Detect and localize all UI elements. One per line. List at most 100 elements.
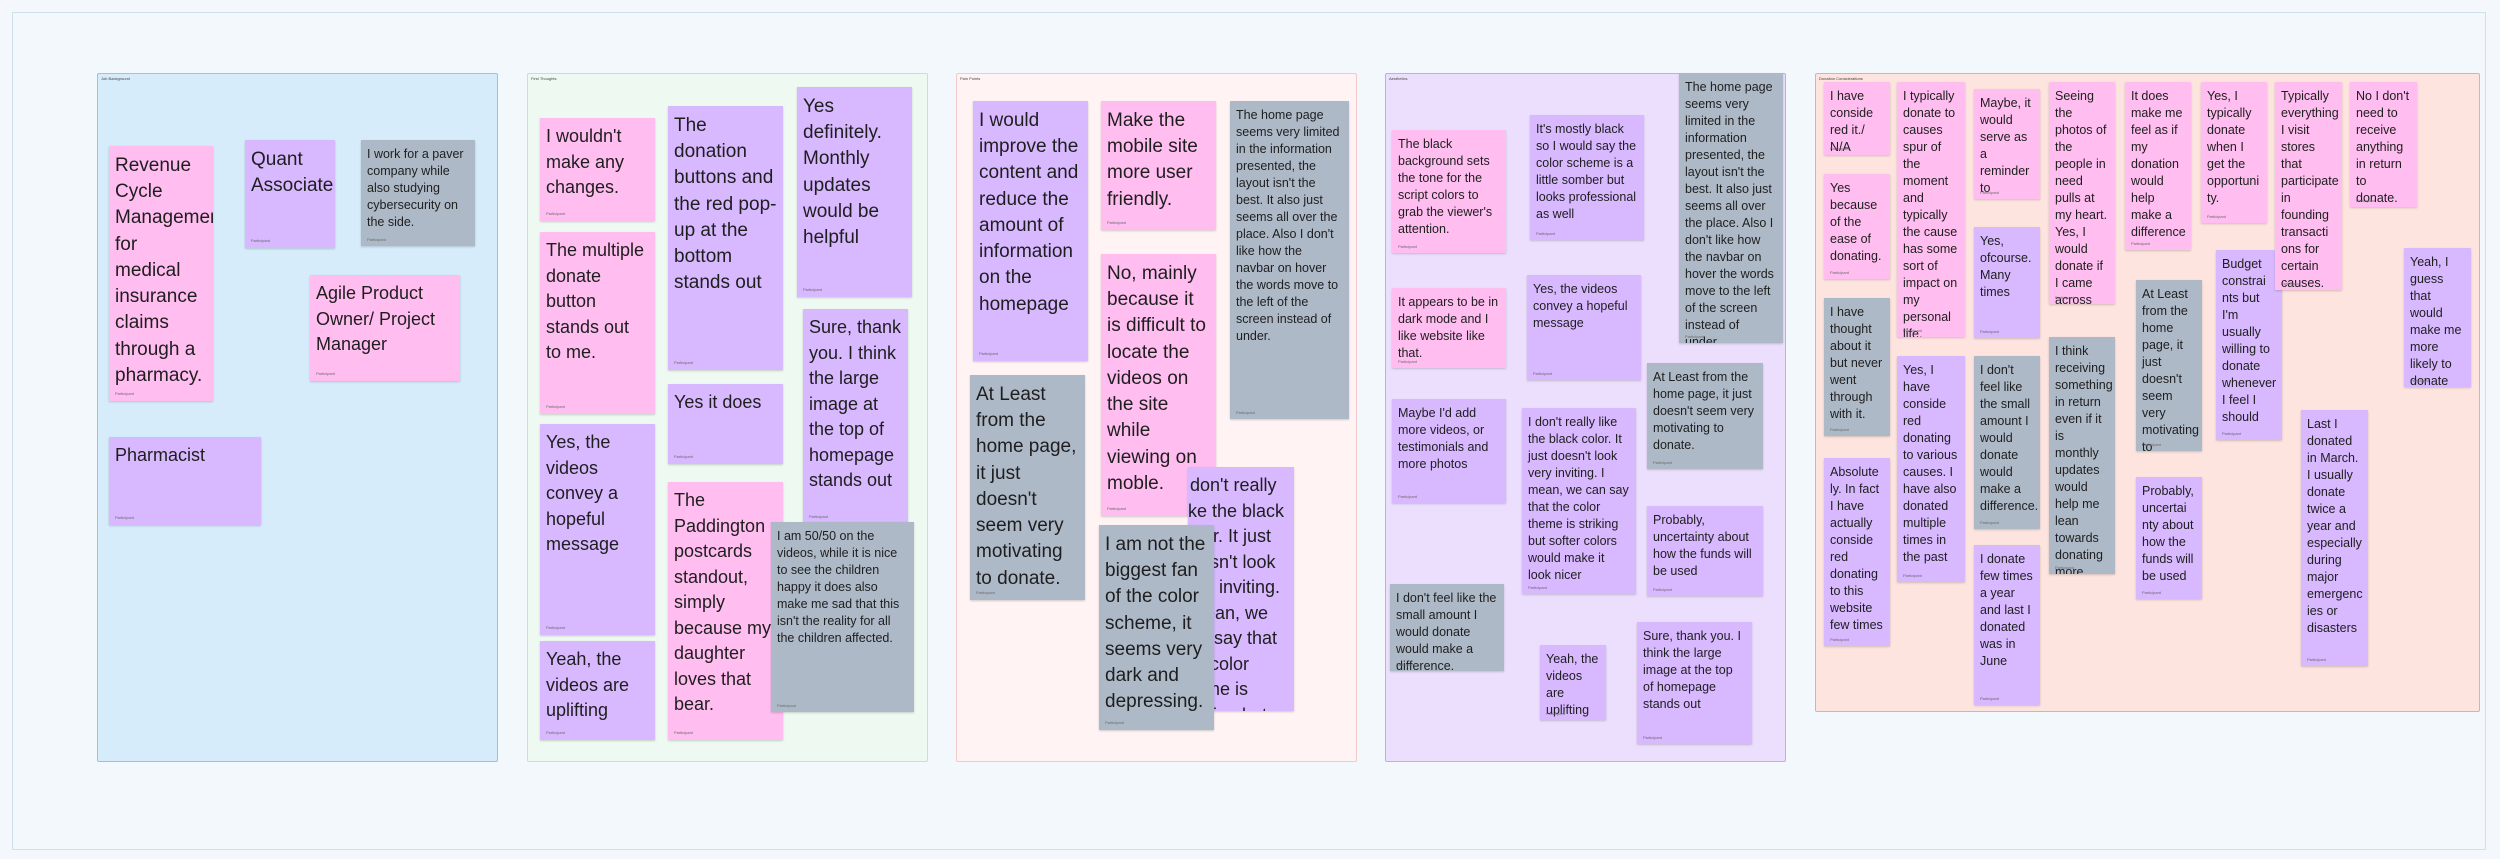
sticky-note[interactable]: At Least from the home page, it just doe… [970,375,1085,600]
sticky-note[interactable]: I work for a paver company while also st… [361,140,475,246]
sticky-note[interactable]: The home page seems very limited in the … [1230,101,1349,419]
sticky-note[interactable]: It appears to be in dark mode and I like… [1392,288,1506,368]
sticky-note[interactable]: Maybe I'd add more videos, or testimonia… [1392,399,1506,503]
note-author: Participant [1107,220,1126,226]
note-author: Participant [1398,243,1417,249]
note-author: Participant [546,625,565,631]
note-author: Participant [1398,358,1417,364]
note-author: Participant [1236,409,1255,415]
note-author: Participant [2142,441,2161,447]
note-author: Participant [1396,661,1415,667]
note-text: I have conside red it./ N/A [1830,89,1874,154]
sticky-note[interactable]: Yes, the videos convey a hopeful message… [1527,275,1641,380]
note-text: Seeing the photos of the people in need … [2055,89,2108,304]
sticky-note[interactable]: Typically everything I visit stores that… [2275,82,2342,290]
sticky-note[interactable]: Yes, I typically donate when I get the o… [2201,82,2267,223]
sticky-note[interactable]: Seeing the photos of the people in need … [2049,82,2115,304]
note-author: Participant [1980,519,1999,525]
note-author: Participant [1546,710,1565,716]
note-text: Absolute ly. In fact I have actually con… [1830,465,1883,632]
note-author: Participant [2222,430,2241,436]
sticky-note[interactable]: The Paddington postcards standout, simpl… [668,482,783,740]
sticky-note[interactable]: I wouldn't make any changes.Participant [540,118,655,221]
note-author: Participant [2055,294,2074,300]
note-author: Participant [674,454,693,460]
note-author: Participant [115,515,134,521]
note-author: Participant [1528,584,1547,590]
note-author: Participant [1653,459,1672,465]
note-text: The home page seems very limited in the … [1685,80,1774,343]
note-text: I don't feel like the small amount I wou… [1396,591,1497,671]
sticky-note[interactable]: The multiple donate button stands out to… [540,232,655,414]
note-text: At Least from the home page, it just doe… [2142,287,2199,451]
note-author: Participant [115,391,134,397]
sticky-note[interactable]: I don't really like the black color. It … [1522,408,1636,594]
note-author: Participant [2410,377,2429,383]
note-text: Yes it does [674,392,762,412]
sticky-note[interactable]: It does make me feel as if my donation w… [2125,82,2191,250]
note-text: I have thought about it but never went t… [1830,305,1883,421]
sticky-note[interactable]: Last I donated in March. I usually donat… [2301,410,2368,666]
note-text: Pharmacist [115,445,206,465]
note-text: Probably, uncertainty about how the fund… [1653,513,1752,578]
note-text: I would improve the content and reduce t… [979,110,1079,315]
sticky-note[interactable]: Probably, uncertai nty about how the fun… [2136,477,2202,599]
sticky-note[interactable]: I am not the biggest fan of the color sc… [1099,525,1214,730]
note-text: Sure, thank you. I think the large image… [1643,629,1741,711]
section-title: Pain Points [960,76,981,81]
note-author: Participant [1980,328,1999,334]
sticky-note[interactable]: Make the mobile site more user friendly.… [1101,101,1216,230]
sticky-note[interactable]: Sure, thank you. I think the large image… [803,309,908,524]
sticky-note[interactable]: Absolute ly. In fact I have actually con… [1824,458,1890,646]
note-text: Yeah, I guess that would make me more li… [2410,255,2462,387]
sticky-note[interactable]: I donate few times a year and last I don… [1974,545,2040,705]
sticky-note[interactable]: It's mostly black so I would say the col… [1530,115,1644,240]
sticky-note[interactable]: The black background sets the tone for t… [1392,130,1506,253]
sticky-note[interactable]: Yes, I have conside red donating to vari… [1897,356,1965,582]
note-author: Participant [251,238,270,244]
sticky-note[interactable]: Budget constrai nts but I'm usually will… [2216,250,2282,440]
sticky-note[interactable]: The donation buttons and the red pop-up … [668,106,783,370]
note-text: Yeah, the videos are uplifting [1546,652,1599,717]
sticky-note[interactable]: Sure, thank you. I think the large image… [1637,622,1752,744]
note-text: I work for a paver company while also st… [367,147,464,229]
note-text: I don't really like the black color. It … [1528,415,1629,582]
note-author: Participant [1980,189,1999,195]
sticky-note[interactable]: The home page seems very limited in the … [1679,73,1783,343]
sticky-note[interactable]: At Least from the home page, it just doe… [1647,363,1763,469]
sticky-note[interactable]: I don't feel like the small amount I wou… [1974,356,2040,529]
note-text: I think receiving something in return ev… [2055,344,2113,574]
sticky-note[interactable]: I have thought about it but never went t… [1824,298,1890,436]
sticky-note[interactable]: I am 50/50 on the videos, while it is ni… [771,522,914,712]
note-text: I am 50/50 on the videos, while it is ni… [777,529,900,645]
sticky-note[interactable]: Revenue Cycle Management for medical ins… [109,146,213,401]
sticky-note[interactable]: No I don't need to receive anything in r… [2350,82,2417,207]
note-text: I don't feel like the small amount I wou… [1980,363,2039,513]
sticky-note[interactable]: Probably, uncertainty about how the fund… [1647,506,1763,596]
sticky-note[interactable]: At Least from the home page, it just doe… [2136,280,2202,451]
sticky-note[interactable]: Yes, the videos convey a hopeful message… [540,424,655,635]
sticky-note[interactable]: I would improve the content and reduce t… [973,101,1088,361]
note-text: The black background sets the tone for t… [1398,137,1493,236]
note-text: I am not the biggest fan of the color sc… [1105,534,1206,713]
sticky-note[interactable]: Yes because of the ease of donating.Part… [1824,174,1890,279]
sticky-note[interactable]: I don't feel like the small amount I wou… [1390,584,1504,671]
sticky-note[interactable]: Yes definitely. Monthly updates would be… [797,87,912,297]
sticky-note[interactable]: I think receiving something in return ev… [2049,337,2115,574]
note-text: I wouldn't make any changes. [546,126,625,198]
sticky-note[interactable]: I typically donate to causes spur of the… [1897,82,1965,337]
sticky-note[interactable]: Maybe, it would serve as a reminder to d… [1974,89,2040,199]
note-author: Participant [1685,333,1704,339]
note-text: The multiple donate button stands out to… [546,240,645,363]
note-text: It appears to be in dark mode and I like… [1398,295,1499,360]
note-text: Probably, uncertai nty about how the fun… [2142,484,2194,583]
sticky-note[interactable]: Yeah, I guess that would make me more li… [2404,248,2471,387]
